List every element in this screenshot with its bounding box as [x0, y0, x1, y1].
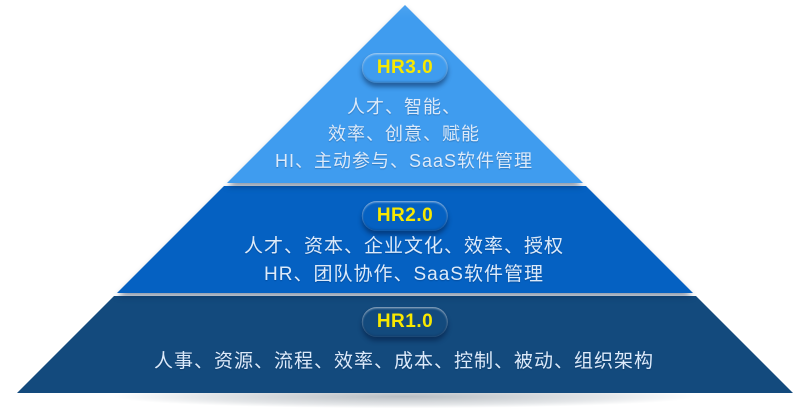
badge-hr1: HR1.0	[361, 307, 449, 337]
tier-hr2-text: 人才、资本、企业文化、效率、授权 HR、团队协作、SaaS软件管理	[0, 233, 808, 289]
tier-hr2-line-1: 人才、资本、企业文化、效率、授权	[243, 236, 564, 257]
tier-hr2-line-2: HR、团队协作、SaaS软件管理	[264, 264, 544, 285]
tier-hr3-text: 人才、智能、 效率、创意、赋能 HI、主动参与、SaaS软件管理	[0, 94, 808, 175]
tier-hr3-line-1: 人才、智能、	[347, 97, 461, 117]
tier-hr3-line-3: HI、主动参与、SaaS软件管理	[274, 151, 534, 171]
tier-hr3-line-2: 效率、创意、赋能	[328, 124, 480, 144]
badge-hr3: HR3.0	[361, 53, 449, 83]
badge-hr2: HR2.0	[361, 201, 449, 231]
tier-hr1-text: 人事、资源、流程、效率、成本、控制、被动、组织架构	[0, 348, 808, 376]
tier-hr1-line-1: 人事、资源、流程、效率、成本、控制、被动、组织架构	[153, 351, 654, 372]
